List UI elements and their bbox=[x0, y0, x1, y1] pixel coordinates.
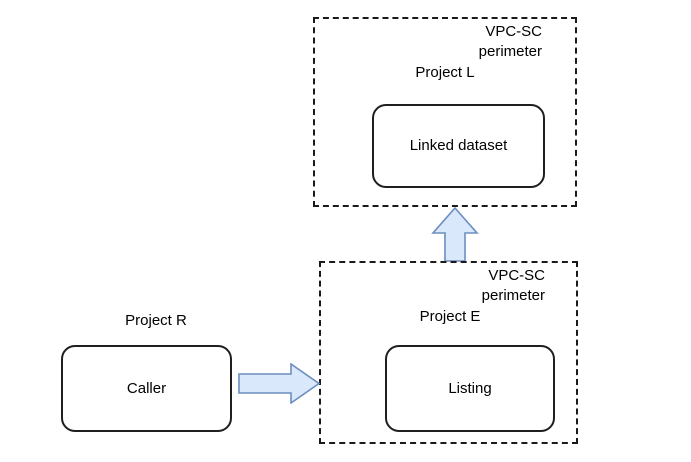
node-linked-dataset[interactable]: Linked dataset bbox=[372, 104, 545, 188]
label-project-r: Project R bbox=[125, 312, 187, 329]
perimeter-project-e-badge: VPC-SC perimeter bbox=[481, 267, 545, 304]
perimeter-project-e-project-label: Project E bbox=[419, 308, 481, 325]
arrow-right-icon bbox=[238, 363, 320, 404]
perimeter-project-l-project-label: Project L bbox=[415, 64, 475, 81]
node-caller[interactable]: Caller bbox=[61, 345, 232, 432]
node-listing-label: Listing bbox=[448, 379, 492, 397]
arrow-up-icon bbox=[431, 206, 479, 262]
perimeter-project-l-badge: VPC-SC perimeter bbox=[478, 23, 542, 60]
node-linked-dataset-label: Linked dataset bbox=[409, 137, 508, 154]
node-caller-label: Caller bbox=[126, 379, 167, 397]
node-listing[interactable]: Listing bbox=[385, 345, 555, 432]
perimeter-project-e bbox=[319, 261, 578, 444]
perimeter-project-l bbox=[313, 17, 577, 207]
